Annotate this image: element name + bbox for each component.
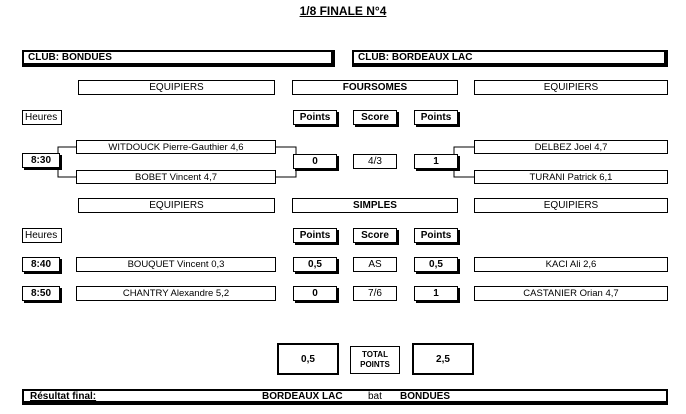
single-1-left-points: 0,5 (293, 257, 337, 272)
score-header-simples: Score (353, 228, 397, 243)
single-1-left-player: BOUQUET Vincent 0,3 (76, 257, 276, 272)
simples-header: SIMPLES (292, 198, 458, 213)
final-result-verb: bat (368, 391, 382, 402)
single-1-right-player: KACI Ali 2,6 (474, 257, 668, 272)
page-title: 1/8 FINALE N°4 (299, 4, 387, 18)
club-right: CLUB: BORDEAUX LAC (352, 50, 668, 67)
final-result-winner: BORDEAUX LAC (262, 391, 343, 402)
equipiers-right-header-simples: EQUIPIERS (474, 198, 668, 213)
foursome-left-player-1: WITDOUCK Pierre-Gauthier 4,6 (76, 140, 276, 154)
final-result-loser: BONDUES (400, 391, 451, 402)
single-1-right-points: 0,5 (414, 257, 458, 272)
points-right-header: Points (414, 110, 458, 125)
single-2-left-points: 0 (293, 286, 337, 301)
final-result-label: Résultat final: (30, 391, 97, 402)
points-left-header-simples: Points (293, 228, 337, 243)
heures-header: Heures (22, 110, 62, 125)
single-2-right-points: 1 (414, 286, 458, 301)
single-2-score: 7/6 (353, 286, 397, 301)
foursome-score: 4/3 (353, 154, 397, 169)
foursome-time: 8:30 (22, 153, 60, 168)
foursome-left-points: 0 (293, 154, 337, 169)
heures-header-simples: Heures (22, 228, 62, 243)
points-right-header-simples: Points (414, 228, 458, 243)
foursome-right-player-1: DELBEZ Joel 4,7 (474, 140, 668, 154)
total-left: 0,5 (277, 343, 339, 375)
foursomes-header: FOURSOMES (292, 80, 458, 95)
single-2-right-player: CASTANIER Orian 4,7 (474, 286, 668, 301)
final-result-bar: Résultat final: BORDEAUX LAC bat BONDUES (22, 389, 668, 405)
equipiers-left-header-simples: EQUIPIERS (78, 198, 275, 213)
single-1-score: AS (353, 257, 397, 272)
foursome-right-points: 1 (414, 154, 458, 169)
club-left: CLUB: BONDUES (22, 50, 335, 67)
total-points-label: TOTAL POINTS (350, 346, 400, 374)
score-header: Score (353, 110, 397, 125)
single-2-time: 8:50 (22, 286, 60, 301)
total-right: 2,5 (412, 343, 474, 375)
equipiers-left-header: EQUIPIERS (78, 80, 275, 95)
foursome-left-player-2: BOBET Vincent 4,7 (76, 170, 276, 184)
single-1-time: 8:40 (22, 257, 60, 272)
single-2-left-player: CHANTRY Alexandre 5,2 (76, 286, 276, 301)
equipiers-right-header: EQUIPIERS (474, 80, 668, 95)
foursome-right-player-2: TURANI Patrick 6,1 (474, 170, 668, 184)
points-left-header: Points (293, 110, 337, 125)
